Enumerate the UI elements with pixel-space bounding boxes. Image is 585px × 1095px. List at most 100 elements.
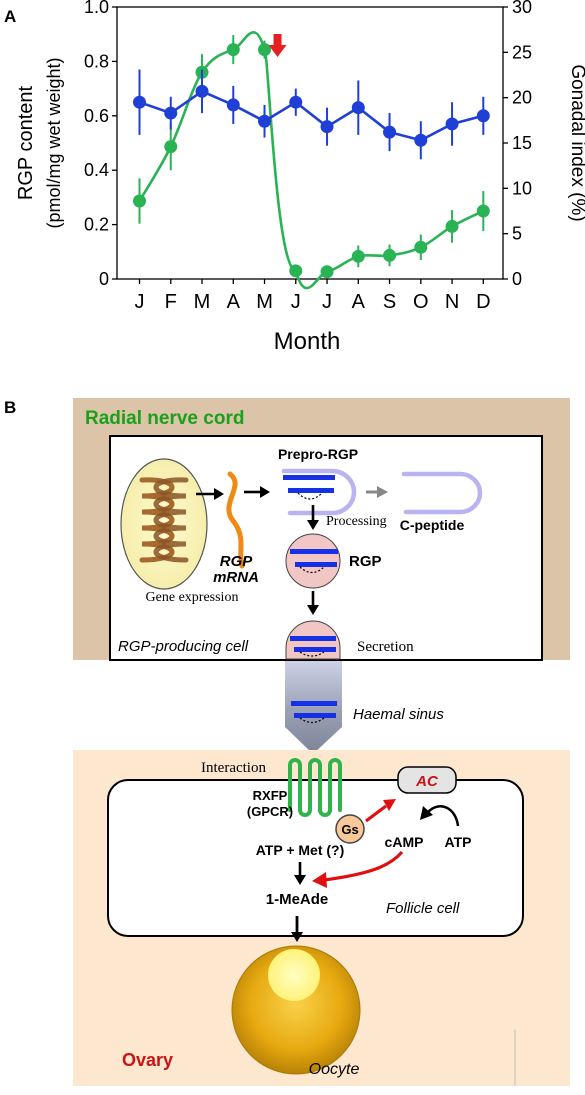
- atp-met-label: ATP + Met (?): [256, 842, 345, 858]
- atp-label: ATP: [445, 834, 472, 850]
- data-point: [289, 264, 303, 278]
- arrow-gs-to-ac: [365, 804, 387, 823]
- data-point: [133, 95, 147, 109]
- left-tick-label: 1.0: [84, 0, 109, 17]
- x-tick-label: A: [352, 291, 366, 313]
- x-tick-label: J: [135, 291, 145, 313]
- gs-label: Gs: [341, 822, 358, 837]
- y-axis-label-right: Gonadal index (%): [567, 64, 585, 221]
- rgp-mrna-label-1: RGP: [220, 553, 254, 570]
- rxfp-label-1: RXFP: [253, 788, 288, 803]
- gs-protein: [335, 814, 365, 844]
- c-peptide-label: C-peptide: [400, 517, 465, 533]
- mead-label: 1-MeAde: [266, 891, 329, 908]
- data-point: [383, 248, 397, 262]
- data-point: [258, 114, 272, 128]
- right-tick-label: 30: [512, 0, 532, 17]
- arrow-head-gene: [214, 488, 224, 500]
- x-tick-label: S: [383, 291, 396, 313]
- arrow-head-camp: [312, 872, 327, 888]
- data-point: [445, 219, 459, 233]
- data-point: [289, 95, 303, 109]
- rgp-b-chain: [295, 562, 337, 567]
- data-point: [226, 98, 240, 112]
- data-point: [414, 133, 428, 147]
- rxfp-label-2: (GPCR): [247, 804, 293, 819]
- right-tick-label: 5: [512, 224, 522, 244]
- arrow-head-secretion: [307, 605, 319, 615]
- arrow-camp-to-synthesis: [323, 850, 404, 882]
- rgp-producing-cell-label: RGP-producing cell: [118, 638, 249, 655]
- arrow-head-gray: [377, 486, 388, 498]
- secretion-label: Secretion: [357, 639, 414, 655]
- right-tick-label: 10: [512, 178, 532, 198]
- data-point: [383, 125, 397, 139]
- data-point: [226, 43, 240, 57]
- panel-b-label: B: [4, 398, 16, 417]
- arrow-head-mead: [294, 875, 306, 885]
- left-tick-label: 0.8: [84, 51, 109, 71]
- rgp-mrna-label-2: mRNA: [213, 569, 259, 586]
- data-point: [476, 204, 490, 218]
- rgp-vesicle: [285, 533, 341, 589]
- y-axis-label-left: RGP content: [15, 85, 37, 200]
- x-tick-label: N: [445, 291, 459, 313]
- sinus-disulfide: [299, 717, 325, 724]
- radial-nerve-cord-title: Radial nerve cord: [85, 408, 244, 429]
- data-point: [476, 109, 490, 123]
- right-tick-label: 20: [512, 88, 532, 108]
- left-tick-label: 0: [99, 269, 109, 289]
- data-point: [445, 117, 459, 131]
- panel-a-label: A: [4, 7, 16, 26]
- data-point: [195, 84, 209, 98]
- processing-label: Processing: [326, 514, 387, 529]
- rgp-label: RGP: [349, 553, 382, 570]
- mrna-strand-icon: [226, 471, 245, 569]
- y-axis-units-left: (pmol/mg wet weight): [44, 57, 64, 228]
- interaction-label: Interaction: [201, 760, 266, 776]
- follicle-cell-label: Follicle cell: [386, 900, 460, 917]
- x-tick-label: D: [476, 291, 490, 313]
- x-tick-label: J: [322, 291, 332, 313]
- sinus-b-chain: [294, 713, 336, 718]
- x-tick-label: J: [291, 291, 301, 313]
- x-tick-label: M: [194, 291, 211, 313]
- left-tick-label: 0.4: [84, 160, 109, 180]
- left-axis: 00.20.40.60.81.0: [84, 0, 117, 289]
- oocyte-label: Oocyte: [309, 1061, 360, 1078]
- sinus-a-chain: [291, 701, 337, 706]
- secreted-a-chain: [290, 636, 336, 641]
- chart-series: [133, 31, 490, 290]
- arrow-atp-to-camp: [427, 805, 460, 827]
- gene-expression-label: Gene expression: [146, 590, 239, 605]
- adenylate-cyclase: [397, 766, 457, 794]
- camp-label: cAMP: [385, 834, 424, 850]
- prepro-rgp-loop: [281, 468, 357, 516]
- dna-coil-icon-2: [153, 477, 189, 563]
- red-arrow-head: [268, 45, 287, 57]
- x-tick-label: O: [413, 291, 429, 313]
- arrow-head-processing: [307, 520, 319, 530]
- x-axis-label: Month: [274, 328, 341, 355]
- oocyte-cell: [231, 945, 361, 1075]
- series-line-left: [139, 89, 484, 142]
- arrow-head-atp: [420, 806, 433, 820]
- red-arrow-shaft: [273, 34, 282, 46]
- data-point: [164, 140, 178, 154]
- rgp-a-chain: [290, 549, 338, 554]
- series-line-right: [138, 31, 484, 290]
- chart-annotation: [268, 34, 287, 57]
- follicle-cell-box: [107, 779, 524, 937]
- data-point: [351, 101, 365, 115]
- c-peptide-loop: [401, 471, 483, 515]
- data-point: [320, 120, 334, 134]
- ovary-label: Ovary: [122, 1050, 173, 1070]
- prepro-a-chain: [283, 475, 335, 480]
- haemal-sinus-funnel: [285, 661, 342, 754]
- prepro-b-chain: [288, 488, 334, 493]
- arrow-head-mrna: [260, 486, 270, 498]
- data-point: [414, 240, 428, 254]
- left-tick-label: 0.2: [84, 215, 109, 235]
